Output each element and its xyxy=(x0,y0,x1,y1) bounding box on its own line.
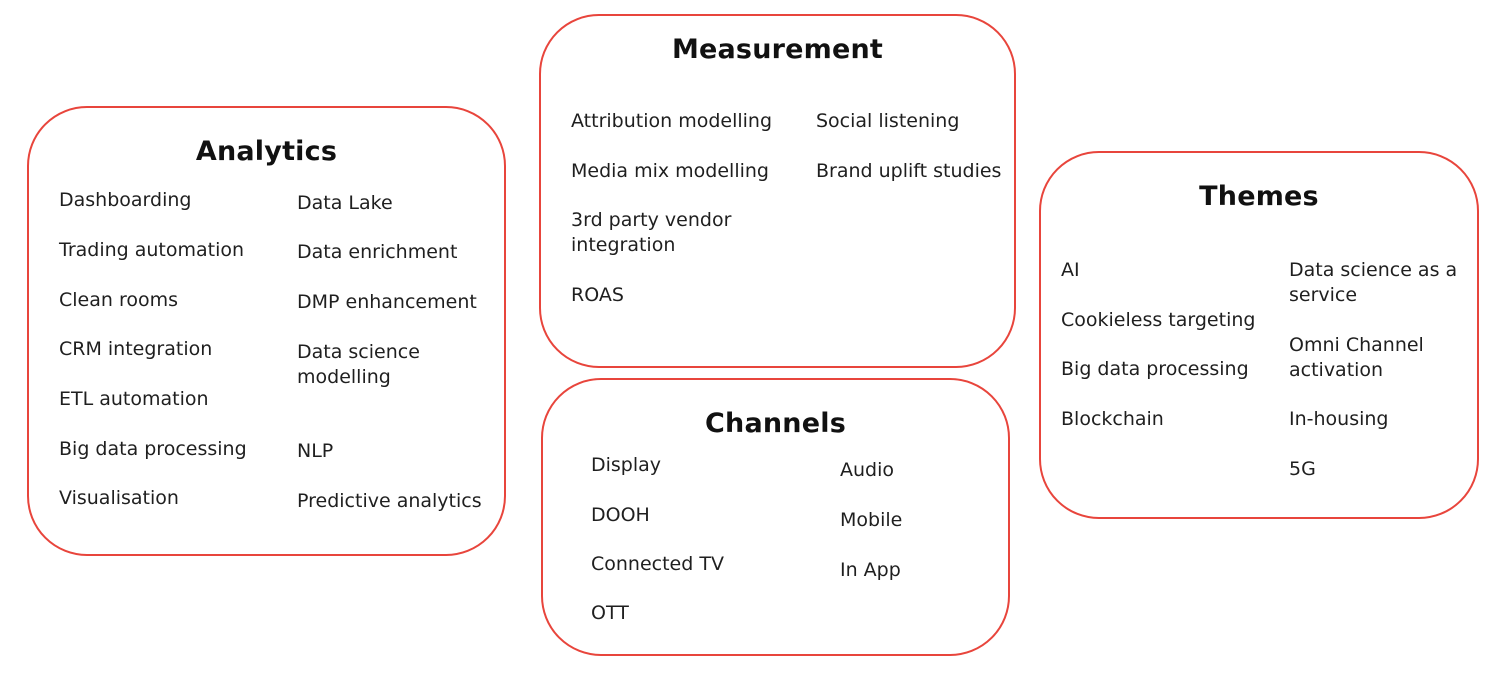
channels-item-dooh: DOOH xyxy=(591,504,650,526)
themes-item-data-science-as-a-service: Data science as a service xyxy=(1289,259,1458,306)
channels-box: Channels Display DOOH Connected TV OTT A… xyxy=(541,378,1010,656)
themes-item-big-data-processing: Big data processing xyxy=(1061,358,1249,380)
analytics-item-etl-automation: ETL automation xyxy=(59,388,209,410)
channels-title: Channels xyxy=(705,408,846,439)
analytics-item-data-enrichment: Data enrichment xyxy=(297,241,458,263)
channels-item-mobile: Mobile xyxy=(840,509,903,531)
channels-item-audio: Audio xyxy=(840,459,895,481)
themes-item-ai: AI xyxy=(1061,259,1080,281)
themes-box: Themes AI Cookieless targeting Big data … xyxy=(1039,151,1479,519)
analytics-box: Analytics Dashboarding Trading automatio… xyxy=(27,106,506,556)
measurement-item-media-mix-modelling: Media mix modelling xyxy=(571,160,769,182)
measurement-item-brand-uplift-studies: Brand uplift studies xyxy=(816,160,1002,182)
analytics-item-crm-integration: CRM integration xyxy=(59,338,213,360)
themes-item-omni-channel-activation: Omni Channel activation xyxy=(1289,334,1424,381)
themes-title: Themes xyxy=(1199,181,1319,212)
themes-item-cookieless-targeting: Cookieless targeting xyxy=(1061,309,1256,331)
analytics-item-clean-rooms: Clean rooms xyxy=(59,289,179,311)
analytics-item-data-lake: Data Lake xyxy=(297,192,393,214)
channels-item-ott: OTT xyxy=(591,602,629,624)
analytics-item-predictive-analytics: Predictive analytics xyxy=(297,490,482,512)
channels-item-in-app: In App xyxy=(840,559,901,581)
measurement-title: Measurement xyxy=(671,34,884,65)
analytics-item-dmp-enhancement: DMP enhancement xyxy=(297,291,477,313)
analytics-item-visualisation: Visualisation xyxy=(59,487,179,509)
analytics-item-big-data-processing: Big data processing xyxy=(59,438,247,460)
analytics-item-trading-automation: Trading automation xyxy=(59,239,245,261)
themes-item-in-housing: In-housing xyxy=(1289,408,1389,430)
measurement-item-attribution-modelling: Attribution modelling xyxy=(571,110,773,132)
measurement-item-3rd-party-vendor-integration: 3rd party vendor integration xyxy=(571,209,732,256)
measurement-box: Measurement Attribution modelling Media … xyxy=(539,14,1016,368)
themes-item-5g: 5G xyxy=(1289,458,1316,480)
channels-item-connected-tv: Connected TV xyxy=(591,553,724,575)
analytics-item-nlp: NLP xyxy=(297,440,334,462)
measurement-item-roas: ROAS xyxy=(571,284,624,306)
analytics-title: Analytics xyxy=(195,136,338,167)
analytics-item-data-science-modelling: Data science modelling xyxy=(297,341,420,388)
analytics-item-dashboarding: Dashboarding xyxy=(59,189,192,211)
channels-item-display: Display xyxy=(591,454,662,476)
themes-item-blockchain: Blockchain xyxy=(1061,408,1164,430)
measurement-item-social-listening: Social listening xyxy=(816,110,960,132)
